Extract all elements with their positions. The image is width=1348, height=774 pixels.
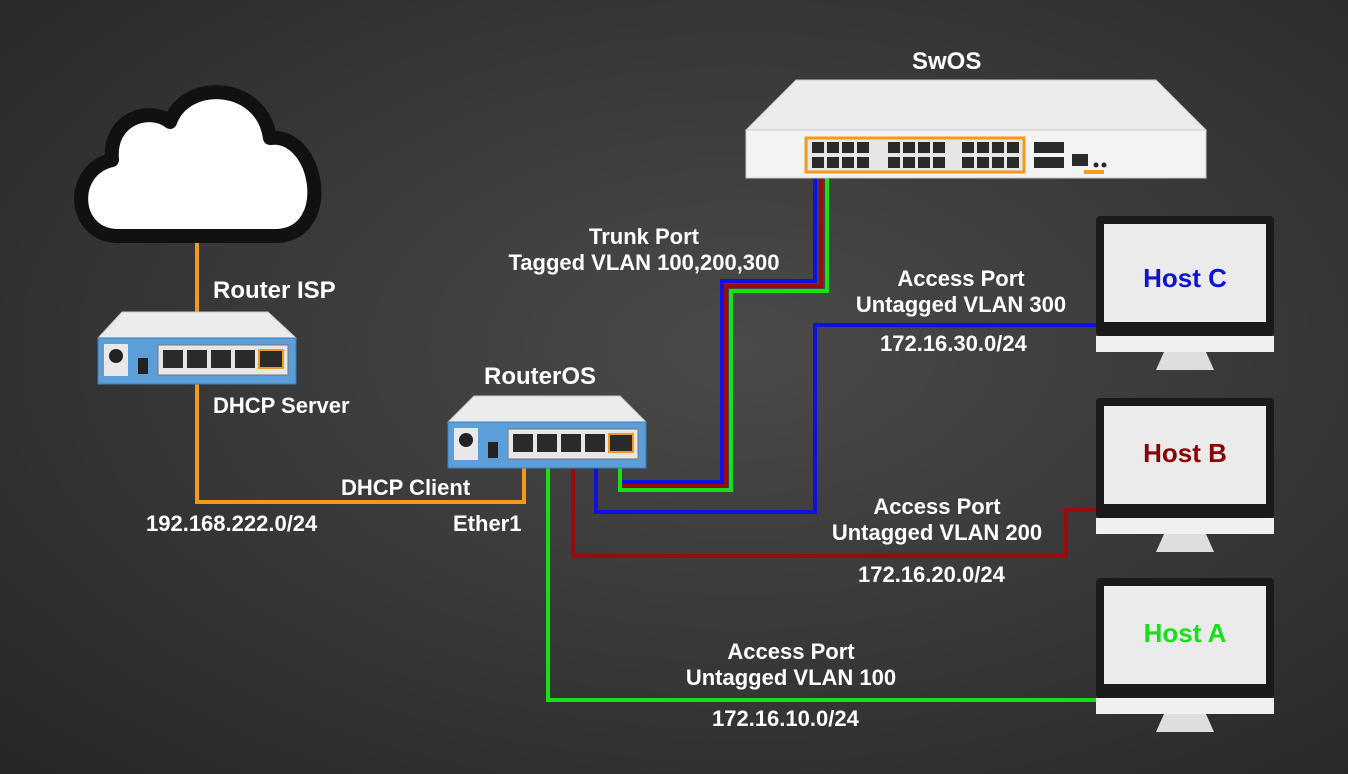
internet-cloud-icon	[74, 85, 322, 243]
router-isp-label: Router ISP	[213, 277, 336, 304]
cable-trunk-vlan300	[618, 175, 817, 484]
trunk-port-label: Trunk Port Tagged VLAN 100,200,300	[494, 224, 794, 277]
ether1-label: Ether1	[453, 511, 522, 536]
monitor-icon-host-a	[1096, 578, 1274, 732]
host-b-subnet: 172.16.20.0/24	[858, 562, 1005, 587]
host-c-port-vlan: Untagged VLAN 300	[855, 292, 1067, 318]
trunk-port-title: Trunk Port	[588, 224, 699, 249]
host-b-port-vlan: Untagged VLAN 200	[831, 520, 1043, 546]
dhcp-client-label: DHCP Client	[341, 475, 471, 500]
host-c-subnet: 172.16.30.0/24	[880, 331, 1027, 356]
cable-trunk-vlan100	[618, 175, 829, 492]
host-c-name: Host C	[1143, 263, 1227, 293]
dhcp-server-label: DHCP Server	[213, 393, 350, 418]
host-b-port-label: Access Port Untagged VLAN 200	[812, 494, 1062, 547]
cable-vlan200-host-b	[571, 462, 1098, 558]
cable-vlan100-host-a	[546, 462, 1098, 702]
router-isp-icon	[96, 311, 298, 385]
host-c-port-label: Access Port Untagged VLAN 300	[836, 266, 1086, 319]
host-a-subnet: 172.16.10.0/24	[712, 706, 859, 731]
routeros-label: RouterOS	[484, 363, 597, 390]
host-a-name: Host A	[1143, 618, 1227, 648]
trunk-port-vlans: Tagged VLAN 100,200,300	[508, 250, 780, 276]
cable-vlan300-host-c	[594, 323, 1098, 514]
isp-network-label: 192.168.222.0/24	[146, 511, 318, 536]
host-a-port-type: Access Port	[727, 639, 855, 664]
host-a-port-vlan: Untagged VLAN 100	[685, 665, 897, 691]
routeros-icon	[446, 395, 648, 469]
host-b-port-type: Access Port	[873, 494, 1001, 519]
switch-icon	[744, 79, 1208, 179]
monitor-icon-host-b	[1096, 398, 1274, 552]
host-b-name: Host B	[1143, 438, 1227, 468]
host-c-port-type: Access Port	[897, 266, 1025, 291]
switch-label: SwOS	[912, 48, 982, 75]
cable-isp-routeros	[195, 368, 526, 504]
internet-label: Internet	[118, 154, 265, 198]
host-a-port-label: Access Port Untagged VLAN 100	[666, 639, 916, 692]
monitor-icon-host-c	[1096, 216, 1274, 370]
cables	[195, 175, 1098, 702]
